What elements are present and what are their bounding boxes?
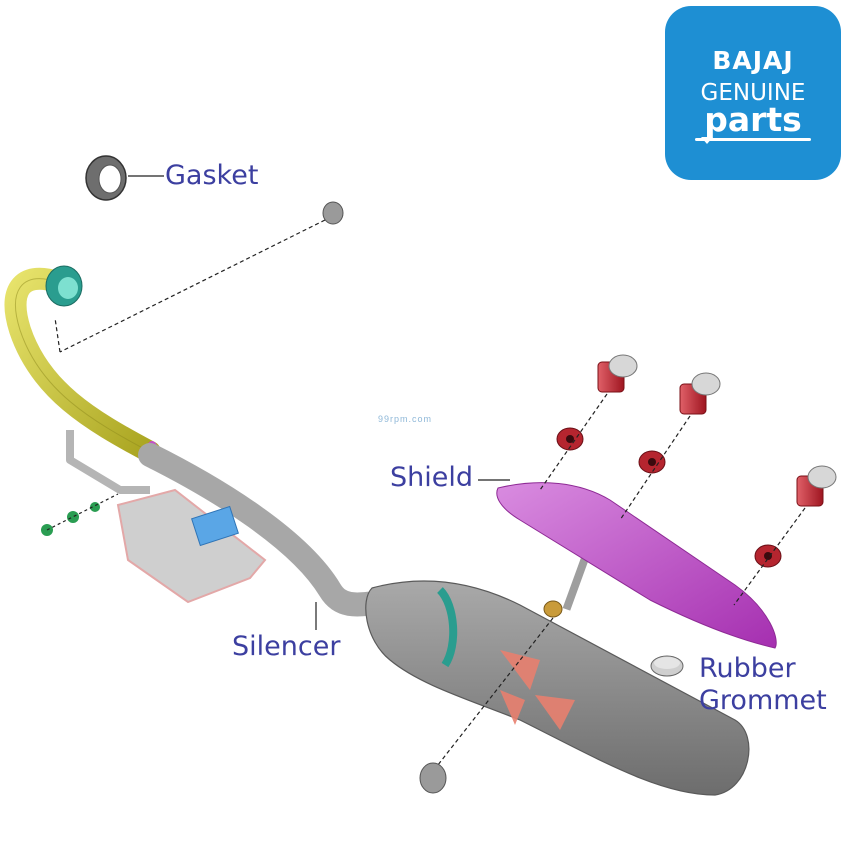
shield-part — [478, 479, 777, 649]
logo-brand: BAJAJ — [712, 46, 794, 75]
shield-bolts — [539, 354, 837, 606]
bajaj-genuine-parts-logo: BAJAJ GENUINE parts — [665, 6, 841, 180]
rubber-grommet-label: Rubber Grommet — [699, 653, 827, 718]
header-pipe — [4, 265, 161, 469]
bolt-1 — [539, 354, 638, 491]
gasket-part — [85, 155, 164, 201]
silencer-mount — [419, 555, 590, 794]
rubber-grommet-part — [650, 655, 684, 677]
watermark-text: 99rpm.com — [378, 414, 433, 424]
bolt-3 — [733, 465, 837, 606]
side-bolts — [41, 493, 119, 536]
bolt-2 — [619, 372, 721, 521]
cat-guard — [116, 488, 267, 604]
rubber-grommet-label-line1: Rubber — [699, 653, 796, 684]
silencer-logo-mark — [500, 650, 575, 730]
shield-label: Shield — [390, 462, 474, 493]
silencer-body — [315, 580, 750, 796]
rubber-grommet-label-line2: Grommet — [699, 685, 827, 717]
gasket-label: Gasket — [165, 160, 259, 191]
logo-parts: parts — [704, 100, 802, 139]
silencer-label: Silencer — [232, 631, 341, 662]
logo-genuine: GENUINE — [700, 80, 806, 106]
header-nut — [54, 201, 344, 353]
logo-underline — [695, 138, 811, 141]
logo-tick-icon — [701, 137, 713, 144]
